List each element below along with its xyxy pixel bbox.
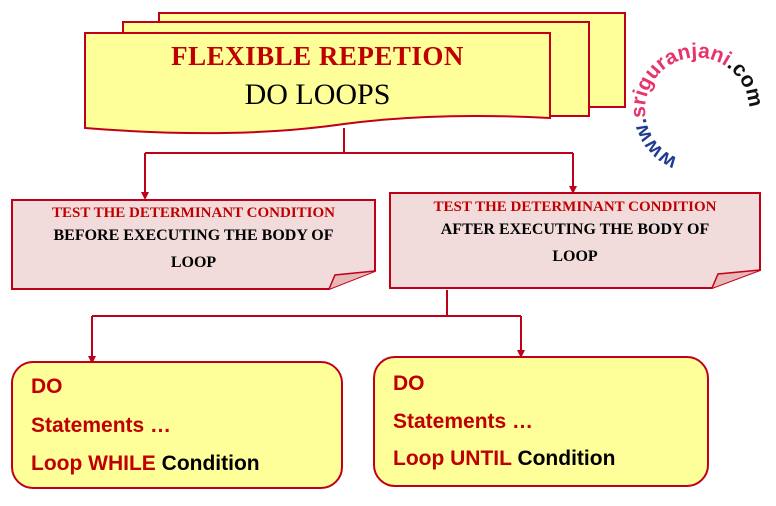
loop-while-box: DO Statements … Loop WHILE Condition — [11, 361, 343, 489]
test-before-line3: LOOP — [170, 254, 217, 271]
svg-text:www.sriguranjani.com: www.sriguranjani.com — [630, 40, 760, 170]
watermark-logo: www.sriguranjani.com — [630, 40, 760, 170]
statements-line: Statements … — [31, 414, 172, 437]
condition-text: Condition — [161, 452, 260, 475]
loop-while-line: Loop WHILE Condition — [31, 452, 260, 476]
loop-until-keyword: Loop UNTIL — [393, 447, 512, 470]
test-after-label: TEST THE DETERMINANT CONDITION — [433, 199, 717, 215]
test-after-box: TEST THE DETERMINANT CONDITION AFTER EXE… — [389, 192, 761, 290]
test-before-line2: BEFORE EXECUTING THE BODY OF — [53, 227, 334, 244]
test-before-box: TEST THE DETERMINANT CONDITION BEFORE EX… — [11, 199, 376, 291]
do-keyword: DO — [393, 372, 425, 395]
watermark-name: sriguranjani — [630, 40, 735, 118]
loop-while-keyword: Loop WHILE — [31, 452, 156, 475]
loop-until-box: DO Statements … Loop UNTIL Condition — [373, 356, 709, 487]
loop-until-line: Loop UNTIL Condition — [393, 447, 615, 471]
watermark-www: www. — [630, 117, 681, 170]
statements-line: Statements … — [393, 410, 534, 433]
do-keyword: DO — [31, 375, 63, 398]
test-after-line2: AFTER EXECUTING THE BODY OF — [440, 221, 710, 238]
condition-text: Condition — [517, 447, 616, 470]
test-before-label: TEST THE DETERMINANT CONDITION — [52, 205, 335, 221]
title-sheet: FLEXIBLE REPETION DO LOOPS — [84, 32, 551, 135]
diagram-subtitle: DO LOOPS — [244, 78, 391, 111]
test-after-line3: LOOP — [552, 248, 598, 265]
diagram-title: FLEXIBLE REPETION — [171, 41, 464, 71]
